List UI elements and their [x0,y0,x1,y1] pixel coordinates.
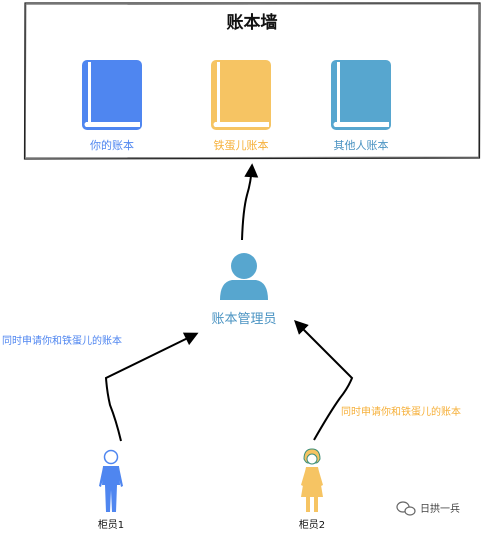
wechat-icon [396,501,416,516]
male-teller-icon [99,449,123,512]
book-others-ledger: 其他人账本 [331,60,391,152]
ledger-wall-border [23,2,481,160]
request-label-teller2: 同时申请你和铁蛋儿的账本 [341,405,461,418]
arrow-teller1-to-manager [104,332,199,442]
ledger-wall-title: 账本墙 [227,12,278,33]
female-teller-icon [301,448,323,512]
book-icon [331,60,391,130]
ledger-manager: 账本管理员 [211,253,277,327]
ledger-manager-label: 账本管理员 [211,312,276,327]
book-icon [82,60,142,130]
book-icon [211,60,271,130]
arrow-manager-to-wall [241,163,259,241]
book-label: 铁蛋儿账本 [214,138,269,152]
teller-1-label: 柜员1 [98,518,124,531]
book-label: 其他人账本 [334,138,389,152]
ledger-wall-border-sketch [25,3,479,158]
book-your-ledger: 你的账本 [82,60,142,152]
user-icon [220,253,268,300]
teller-2: 柜员2 [299,448,325,531]
arrow-teller2-to-manager [294,320,354,441]
teller-2-label: 柜员2 [299,518,325,531]
book-tiedaner-ledger: 铁蛋儿账本 [211,60,271,152]
ledger-wall: 账本墙 [23,2,481,160]
request-label-teller1: 同时申请你和铁蛋儿的账本 [2,334,122,347]
book-label: 你的账本 [90,138,134,152]
watermark-text: 日拱一兵 [420,502,460,515]
teller-1: 柜员1 [98,449,124,531]
watermark: 日拱一兵 [396,501,460,516]
